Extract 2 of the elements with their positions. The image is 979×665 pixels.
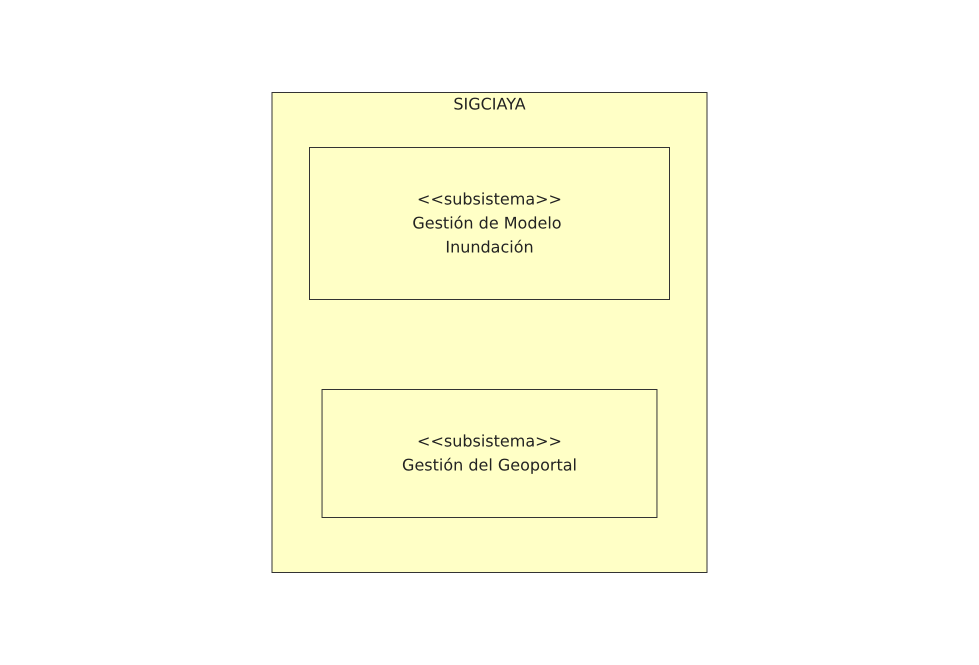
- node-box: <<subsistema>> Gestión de Modelo Inundación: [309, 147, 670, 300]
- node-box: <<subsistema>> Gestión del Geoportal: [322, 389, 658, 518]
